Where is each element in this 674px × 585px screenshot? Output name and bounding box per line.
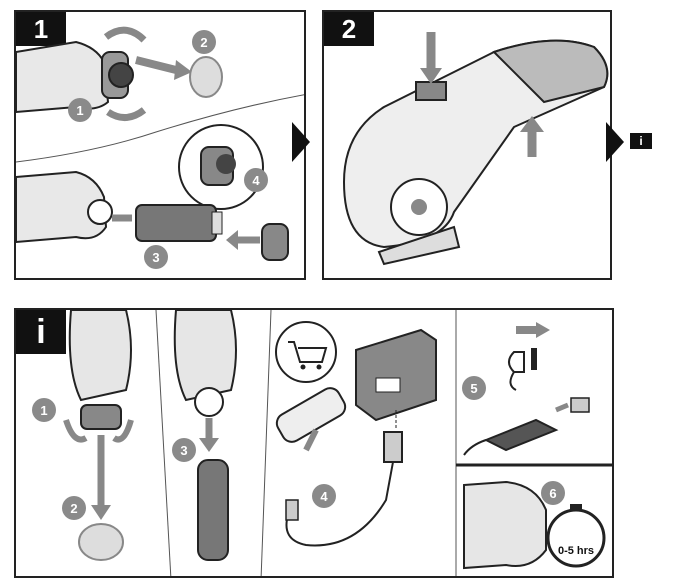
arrow-up-icon bbox=[520, 116, 544, 132]
arrow-down-icon bbox=[420, 68, 442, 84]
step-1-badge: 1 bbox=[16, 12, 66, 46]
step-number: 3 bbox=[180, 443, 187, 458]
step-badge bbox=[541, 481, 565, 505]
step-1-illustration: 2 1 4 3 bbox=[16, 26, 304, 269]
outlet-icon bbox=[531, 348, 537, 370]
next-arrow-icon bbox=[606, 122, 624, 162]
usb-plug bbox=[483, 418, 559, 452]
step-badge bbox=[462, 376, 486, 400]
info-panel-badge: i bbox=[16, 310, 66, 354]
step-badge bbox=[244, 168, 268, 192]
step-number: 6 bbox=[549, 486, 556, 501]
charging-illustration: 1 2 3 4 5 bbox=[32, 310, 612, 576]
battery bbox=[197, 459, 229, 561]
tool-body bbox=[16, 40, 110, 114]
arrow-left-icon bbox=[226, 230, 238, 250]
shopping-cart-icon bbox=[288, 341, 328, 363]
timer-icon bbox=[546, 508, 606, 568]
step-badge bbox=[62, 496, 86, 520]
arrow-right-icon bbox=[536, 322, 550, 338]
usb-port bbox=[570, 397, 590, 413]
arrow-down-icon bbox=[199, 438, 219, 452]
removed-cap bbox=[78, 523, 124, 561]
step-2-panel: 2 bbox=[322, 10, 612, 280]
step-2-illustration bbox=[342, 32, 609, 266]
cart-icon-bubble bbox=[275, 321, 337, 383]
rotate-arrow-icon bbox=[103, 26, 147, 43]
rotate-arrow-icon bbox=[106, 107, 147, 121]
step-number: 2 bbox=[70, 501, 77, 516]
step-1-panel: 1 2 1 4 bbox=[14, 10, 306, 280]
end-cap bbox=[261, 223, 289, 261]
arrow-down-icon bbox=[91, 505, 111, 520]
step-number: 4 bbox=[252, 173, 260, 188]
timer-label: 0-5 hrs bbox=[558, 545, 594, 557]
cable bbox=[285, 461, 394, 547]
step-badge bbox=[192, 30, 216, 54]
step-badge bbox=[144, 245, 168, 269]
charging-panel: i 1 2 3 bbox=[14, 308, 614, 578]
charging-tool bbox=[463, 480, 547, 570]
usb-adapter bbox=[355, 328, 437, 422]
step-number: 2 bbox=[200, 35, 207, 50]
tool-body bbox=[68, 310, 132, 402]
info-badge: i bbox=[630, 133, 652, 149]
usb-plug bbox=[383, 431, 403, 463]
step-badge bbox=[32, 398, 56, 422]
arrow-right-icon bbox=[174, 60, 192, 80]
step-number: 1 bbox=[40, 403, 47, 418]
tool-body bbox=[16, 170, 108, 244]
step-badge bbox=[172, 438, 196, 462]
next-arrow-icon bbox=[292, 122, 310, 162]
step-number: 5 bbox=[470, 381, 477, 396]
tool-body bbox=[173, 310, 237, 402]
step-number: 3 bbox=[152, 250, 159, 265]
step-number: 4 bbox=[320, 489, 328, 504]
step-badge bbox=[312, 484, 336, 508]
safety-button bbox=[415, 81, 447, 101]
battery bbox=[275, 387, 347, 443]
end-cap bbox=[80, 404, 122, 430]
step-number: 1 bbox=[76, 103, 83, 118]
plug-icon bbox=[508, 351, 525, 373]
handle-grip bbox=[492, 39, 609, 104]
step-2-badge: 2 bbox=[324, 12, 374, 46]
removed-cap bbox=[189, 56, 223, 98]
battery bbox=[135, 204, 217, 242]
step-badge bbox=[68, 98, 92, 122]
